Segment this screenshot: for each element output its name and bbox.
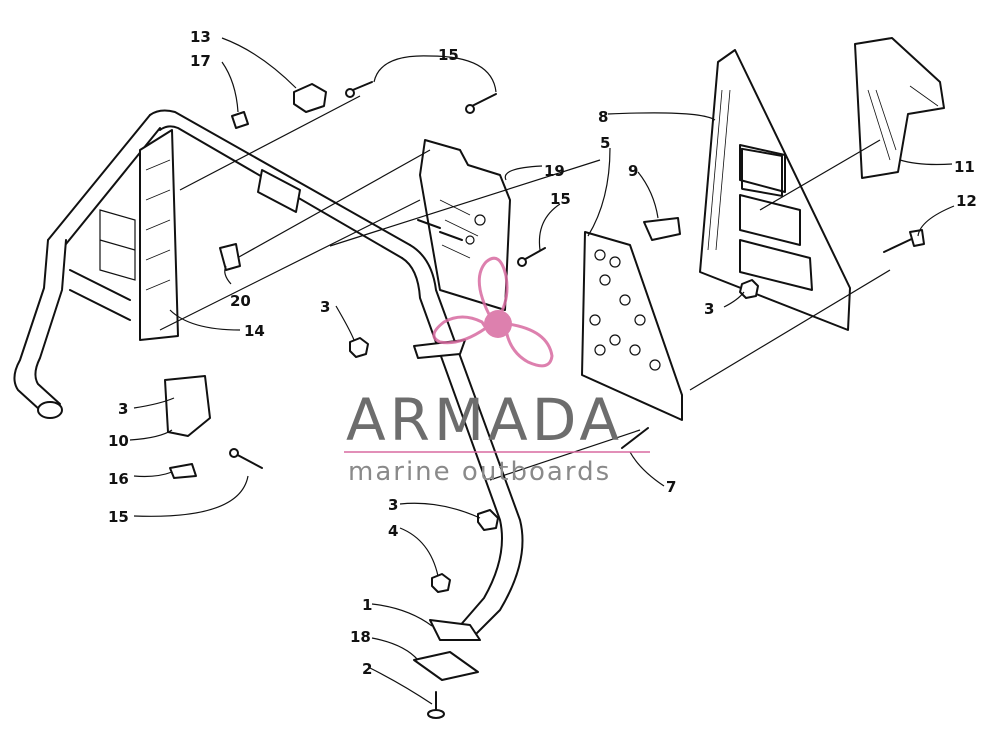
callout-19: 19 — [544, 162, 565, 180]
callout-3-center: 3 — [320, 298, 330, 316]
perforated-panel — [581, 231, 683, 421]
callout-10: 12 — [956, 192, 977, 210]
callout-2: 2 — [362, 660, 372, 678]
callout-9: 11 — [954, 158, 975, 176]
callout-4: 4 — [388, 522, 398, 540]
callout-16: 13 — [190, 28, 211, 46]
left-side-panel — [99, 129, 179, 341]
callout-12: 15 — [108, 508, 129, 526]
tubular-frame — [13, 109, 524, 641]
callout-20: 20 — [230, 292, 251, 310]
callout-3-left: 3 — [118, 400, 128, 418]
callout-3-right: 3 — [704, 300, 714, 318]
callout-17: 17 — [190, 52, 211, 70]
hardware — [164, 81, 925, 719]
callout-14: 14 — [244, 322, 265, 340]
callout-3-bottom: 3 — [388, 496, 398, 514]
callout-labels: 13 17 15 19 15 8 5 9 11 12 3 20 14 3 3 1… — [108, 28, 977, 678]
angle-block — [854, 37, 945, 179]
right-triangular-plate — [699, 49, 851, 331]
assembly-lines — [159, 95, 891, 481]
callout-7: 7 — [666, 478, 676, 496]
leader-lines — [129, 37, 955, 705]
callout-8: 9 — [628, 162, 638, 180]
callout-13: 16 — [108, 470, 129, 488]
callout-15-top: 15 — [438, 46, 459, 64]
center-mounting-plate — [413, 139, 511, 359]
callout-6: 8 — [598, 108, 608, 126]
callout-15-right: 15 — [550, 190, 571, 208]
callout-5: 5 — [600, 134, 610, 152]
callout-11: 10 — [108, 432, 129, 450]
callout-1: 1 — [362, 596, 372, 614]
callout-18: 18 — [350, 628, 371, 646]
watermark-brand: ARMADA — [346, 386, 623, 454]
propeller-logo — [432, 256, 554, 368]
brand-watermark: ARMADA marine outboards — [344, 256, 650, 487]
watermark-tagline: marine outboards — [348, 457, 611, 487]
